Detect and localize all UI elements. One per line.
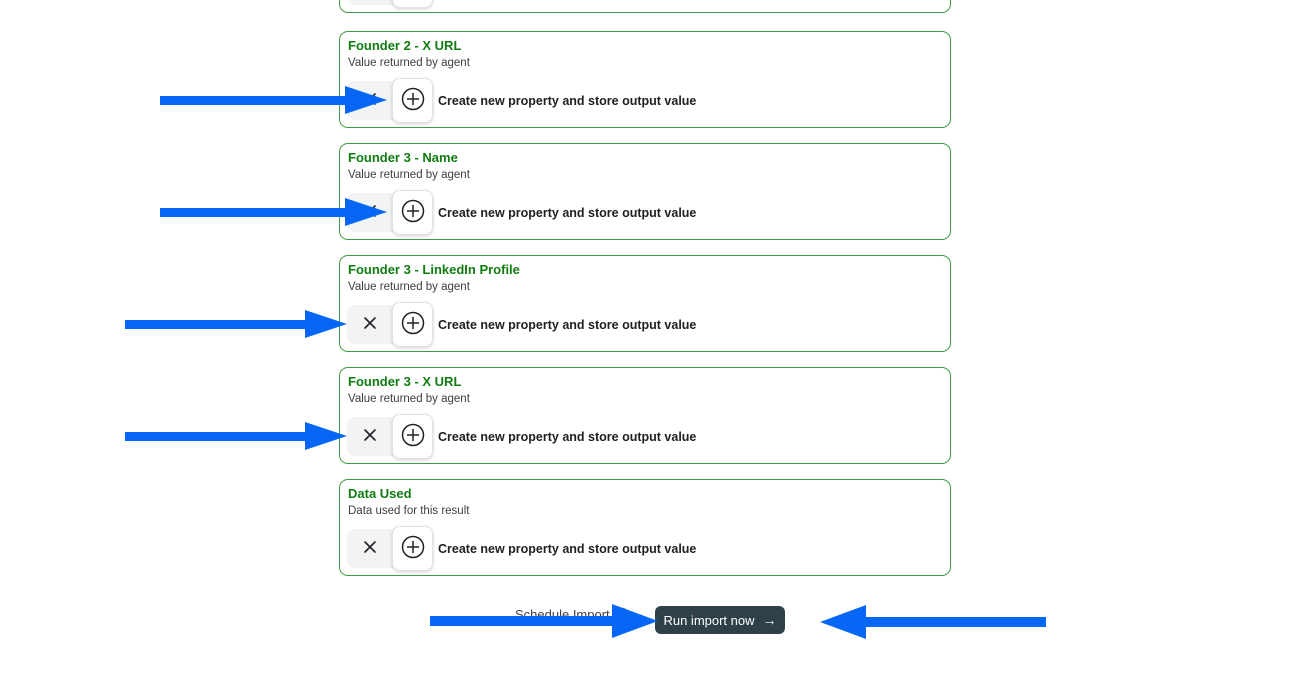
create-property-label: Create new property and store output val…	[438, 429, 697, 444]
discard-output-button[interactable]	[347, 417, 393, 456]
plus-circle-icon	[400, 198, 426, 227]
plus-circle-icon	[400, 86, 426, 115]
property-subtitle: Value returned by agent	[348, 393, 470, 405]
plus-circle-icon	[400, 422, 426, 451]
property-card: Founder 3 - X URL Value returned by agen…	[339, 367, 951, 464]
create-property-button[interactable]	[392, 302, 433, 347]
arrow-shaft	[160, 95, 347, 105]
annotation-arrow	[125, 422, 347, 450]
property-subtitle: Value returned by agent	[348, 281, 470, 293]
discard-output-button[interactable]	[347, 193, 393, 232]
output-mapping-toggle	[347, 526, 433, 571]
arrow-shaft	[160, 207, 347, 217]
close-icon	[362, 539, 378, 558]
property-card: Data Used Data used for this result Crea…	[339, 479, 951, 576]
create-property-button[interactable]	[392, 414, 433, 459]
run-import-now-button[interactable]: Run import now →	[655, 606, 785, 634]
schedule-import-label: Schedule Import	[515, 606, 610, 622]
clock-icon	[615, 607, 629, 621]
arrow-head	[820, 605, 866, 639]
arrow-shaft	[125, 431, 307, 441]
discard-output-button[interactable]	[347, 305, 393, 344]
arrow-shaft	[864, 617, 1046, 627]
arrow-shaft	[125, 319, 307, 329]
discard-output-button[interactable]	[347, 529, 393, 568]
discard-output-button[interactable]	[347, 81, 393, 120]
create-property-button[interactable]	[392, 78, 433, 123]
property-title: Founder 3 - X URL	[348, 374, 462, 389]
output-mapping-toggle	[347, 78, 433, 123]
property-subtitle: Value returned by agent	[348, 57, 470, 69]
output-mapping-toggle	[347, 302, 433, 347]
annotation-arrow	[125, 310, 347, 338]
close-icon	[362, 203, 378, 222]
annotation-arrow	[820, 605, 1046, 639]
property-title: Founder 3 - LinkedIn Profile	[348, 262, 520, 277]
schedule-import-option[interactable]: Schedule Import	[515, 605, 629, 623]
create-property-label: Create new property and store output val…	[438, 541, 697, 556]
property-card-partial	[339, 0, 951, 13]
plus-circle-icon	[400, 310, 426, 339]
property-subtitle: Value returned by agent	[348, 169, 470, 181]
close-icon	[362, 91, 378, 110]
create-property-label: Create new property and store output val…	[438, 205, 697, 220]
create-property-label: Create new property and store output val…	[438, 317, 697, 332]
output-mapping-toggle	[347, 190, 433, 235]
create-property-button[interactable]	[392, 190, 433, 235]
run-import-now-label: Run import now	[663, 612, 755, 628]
property-card: Founder 3 - LinkedIn Profile Value retur…	[339, 255, 951, 352]
property-title: Founder 3 - Name	[348, 150, 458, 165]
create-property-button[interactable]	[392, 526, 433, 571]
create-property-button[interactable]	[392, 0, 433, 8]
property-subtitle: Data used for this result	[348, 505, 470, 517]
output-mapping-toggle	[347, 414, 433, 459]
property-card: Founder 3 - Name Value returned by agent…	[339, 143, 951, 240]
create-property-label: Create new property and store output val…	[438, 93, 697, 108]
output-mapping-toggle	[347, 0, 433, 8]
close-icon	[362, 315, 378, 334]
property-title: Data Used	[348, 486, 412, 501]
plus-circle-icon	[400, 534, 426, 563]
property-card: Founder 2 - X URL Value returned by agen…	[339, 31, 951, 128]
discard-output-button[interactable]	[347, 0, 393, 5]
property-title: Founder 2 - X URL	[348, 38, 462, 53]
close-icon	[362, 427, 378, 446]
arrow-right-icon: →	[762, 612, 777, 628]
